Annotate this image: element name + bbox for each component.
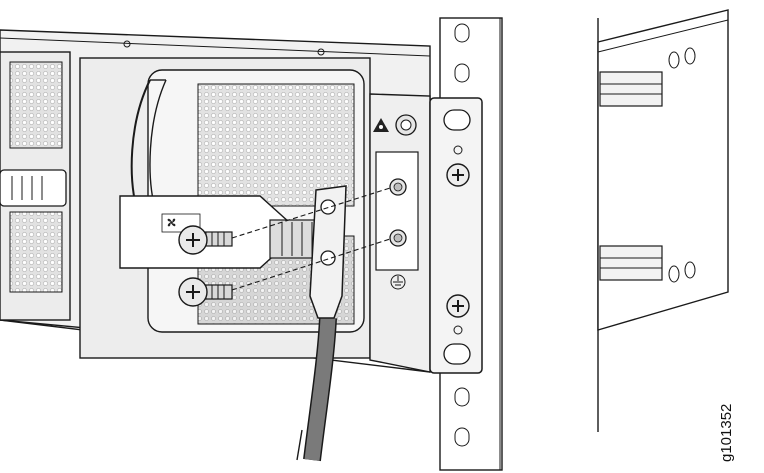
- screw-icon: [178, 277, 233, 307]
- front-rack-rail: [429, 17, 503, 471]
- grounding-panel: [369, 93, 431, 373]
- esd-warning-icon: [373, 118, 389, 132]
- ground-lug-icon: [296, 185, 347, 462]
- ground-symbol-icon: [390, 274, 406, 290]
- figure-id-label: g101352: [718, 403, 735, 462]
- rear-rack-rail: [597, 9, 729, 432]
- alignment-lines: [231, 187, 391, 291]
- fan-module-left: [0, 51, 71, 321]
- screw-icon: [178, 225, 233, 255]
